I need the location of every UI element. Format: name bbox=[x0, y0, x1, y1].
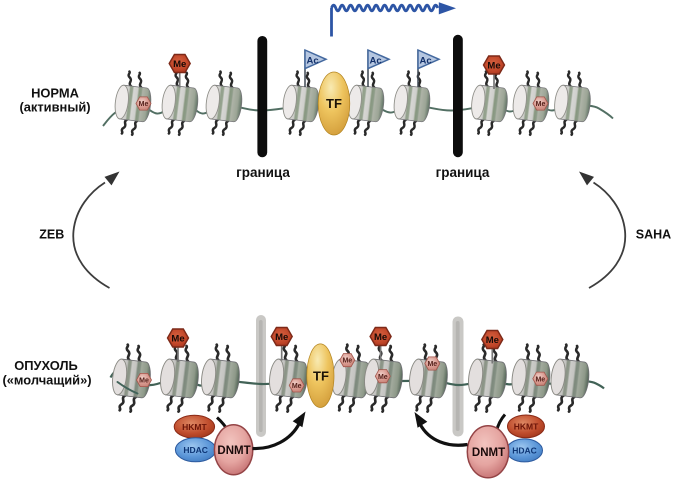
svg-text:(«молчащий»): («молчащий») bbox=[2, 372, 91, 387]
svg-text:TF: TF bbox=[326, 96, 342, 111]
svg-text:граница: граница bbox=[236, 165, 290, 180]
svg-text:HDAC: HDAC bbox=[183, 445, 208, 455]
svg-text:ZEB: ZEB bbox=[39, 227, 64, 241]
svg-text:ОПУХОЛЬ: ОПУХОЛЬ bbox=[14, 358, 78, 373]
svg-text:DNMT: DNMT bbox=[217, 445, 250, 457]
svg-text:HKMT: HKMT bbox=[182, 422, 207, 432]
svg-text:DNMT: DNMT bbox=[472, 447, 505, 459]
svg-text:HKMT: HKMT bbox=[514, 422, 539, 432]
svg-text:HDAC: HDAC bbox=[512, 446, 537, 456]
svg-text:SAHA: SAHA bbox=[636, 227, 671, 241]
svg-text:TF: TF bbox=[313, 369, 329, 384]
svg-text:(активный): (активный) bbox=[19, 100, 90, 115]
svg-text:НОРМА: НОРМА bbox=[31, 85, 79, 100]
svg-text:граница: граница bbox=[436, 165, 490, 180]
